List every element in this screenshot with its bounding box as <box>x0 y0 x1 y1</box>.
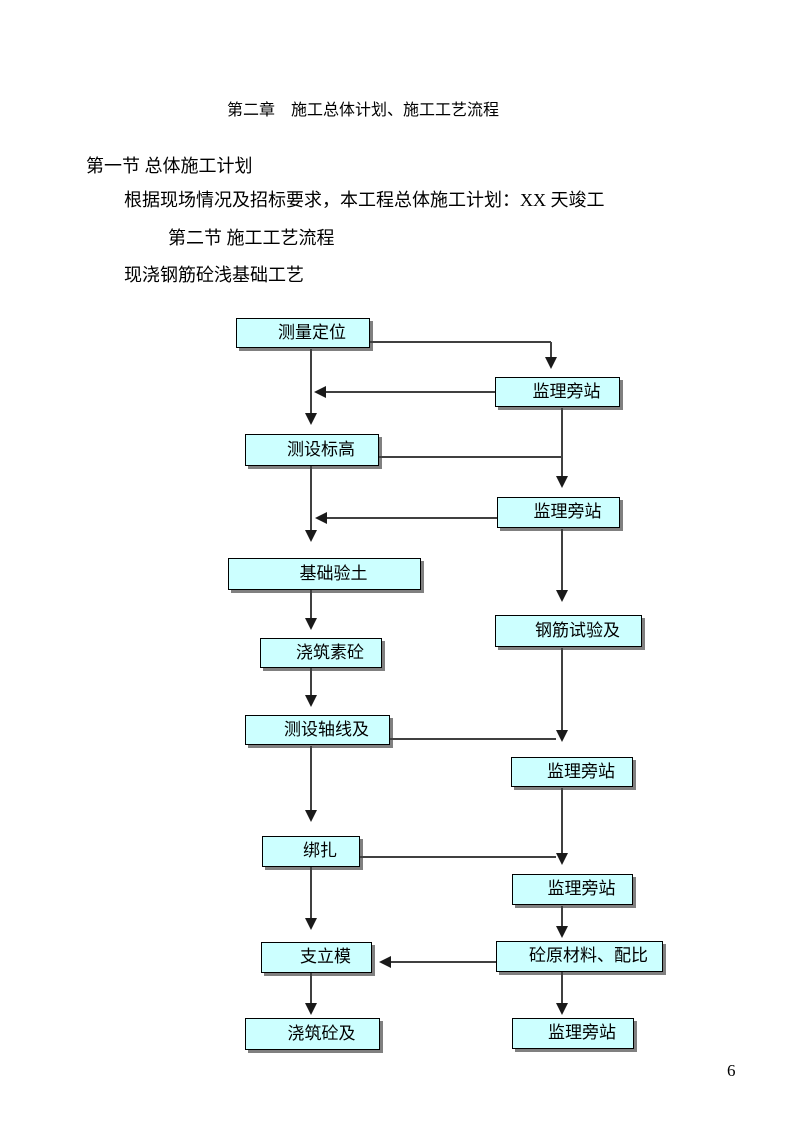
flow-connector-line <box>561 788 563 853</box>
flow-connector-line <box>360 856 556 858</box>
flow-connector-line <box>550 342 552 357</box>
flow-connector-line <box>561 529 563 590</box>
arrowhead-down-icon <box>305 413 317 425</box>
arrowhead-down-icon <box>545 357 557 369</box>
paragraph: 第一节 总体施工计划 <box>86 156 253 176</box>
flow-node-supervision-5: 监理旁站 <box>512 1018 634 1049</box>
flow-node-survey-positioning: 测量定位 <box>236 318 370 348</box>
flow-connector-line <box>561 972 563 1003</box>
arrowhead-left-icon <box>379 956 391 968</box>
arrowhead-left-icon <box>314 386 326 398</box>
arrowhead-down-icon <box>305 530 317 542</box>
flow-node-supervision-4: 监理旁站 <box>512 874 633 905</box>
arrowhead-down-icon <box>305 918 317 930</box>
flow-connector-line <box>379 456 562 458</box>
flow-node-foundation-soil-inspection: 基础验土 <box>228 558 421 590</box>
flow-node-axis-setting: 测设轴线及 <box>245 715 390 745</box>
arrowhead-down-icon <box>556 476 568 488</box>
flow-node-concrete-pouring: 浇筑砼及 <box>245 1018 380 1050</box>
paragraph: 现浇钢筋砼浅基础工艺 <box>124 265 304 285</box>
flow-node-rebar-testing: 钢筋试验及 <box>495 615 642 647</box>
flow-node-formwork-erection: 支立模 <box>261 942 372 973</box>
arrowhead-down-icon <box>305 1003 317 1015</box>
flow-connector-line <box>310 746 312 810</box>
arrowhead-down-icon <box>556 1003 568 1015</box>
page-number: 6 <box>727 1061 736 1080</box>
flow-connector-line <box>327 517 497 519</box>
chapter-title: 第二章 施工总体计划、施工工艺流程 <box>227 102 500 119</box>
arrowhead-left-icon <box>315 512 327 524</box>
flow-node-rebar-tying: 绑扎 <box>262 836 360 867</box>
flow-node-supervision-2: 监理旁站 <box>497 497 620 528</box>
flow-node-concrete-materials-mix: 砼原材料、配比 <box>496 941 663 972</box>
flow-connector-line <box>561 648 563 730</box>
flow-connector-line <box>390 738 556 740</box>
flow-connector-line <box>310 668 312 695</box>
flow-connector-line <box>561 906 563 926</box>
flow-node-plain-concrete-pouring: 浇筑素砼 <box>260 638 382 668</box>
flow-node-supervision-3: 监理旁站 <box>511 757 633 787</box>
flow-connector-line <box>310 466 312 530</box>
paragraph: 第二节 施工工艺流程 <box>168 228 335 248</box>
arrowhead-down-icon <box>556 853 568 865</box>
flow-connector-line <box>310 590 312 618</box>
arrowhead-down-icon <box>556 730 568 742</box>
flow-connector-line <box>310 349 312 413</box>
arrowhead-down-icon <box>556 590 568 602</box>
flow-connector-line <box>391 961 496 963</box>
arrowhead-down-icon <box>556 926 568 938</box>
arrowhead-down-icon <box>305 618 317 630</box>
flow-node-set-elevation: 测设标高 <box>245 434 379 466</box>
paragraph: 根据现场情况及招标要求，本工程总体施工计划：XX 天竣工 <box>124 190 605 210</box>
flow-connector-line <box>310 973 312 1003</box>
flow-node-supervision-1: 监理旁站 <box>495 377 620 407</box>
flow-connector-line <box>370 341 551 343</box>
arrowhead-down-icon <box>305 695 317 707</box>
flow-connector-line <box>310 867 312 918</box>
flow-connector-line <box>561 408 563 476</box>
flow-connector-line <box>326 391 495 393</box>
arrowhead-down-icon <box>305 810 317 822</box>
